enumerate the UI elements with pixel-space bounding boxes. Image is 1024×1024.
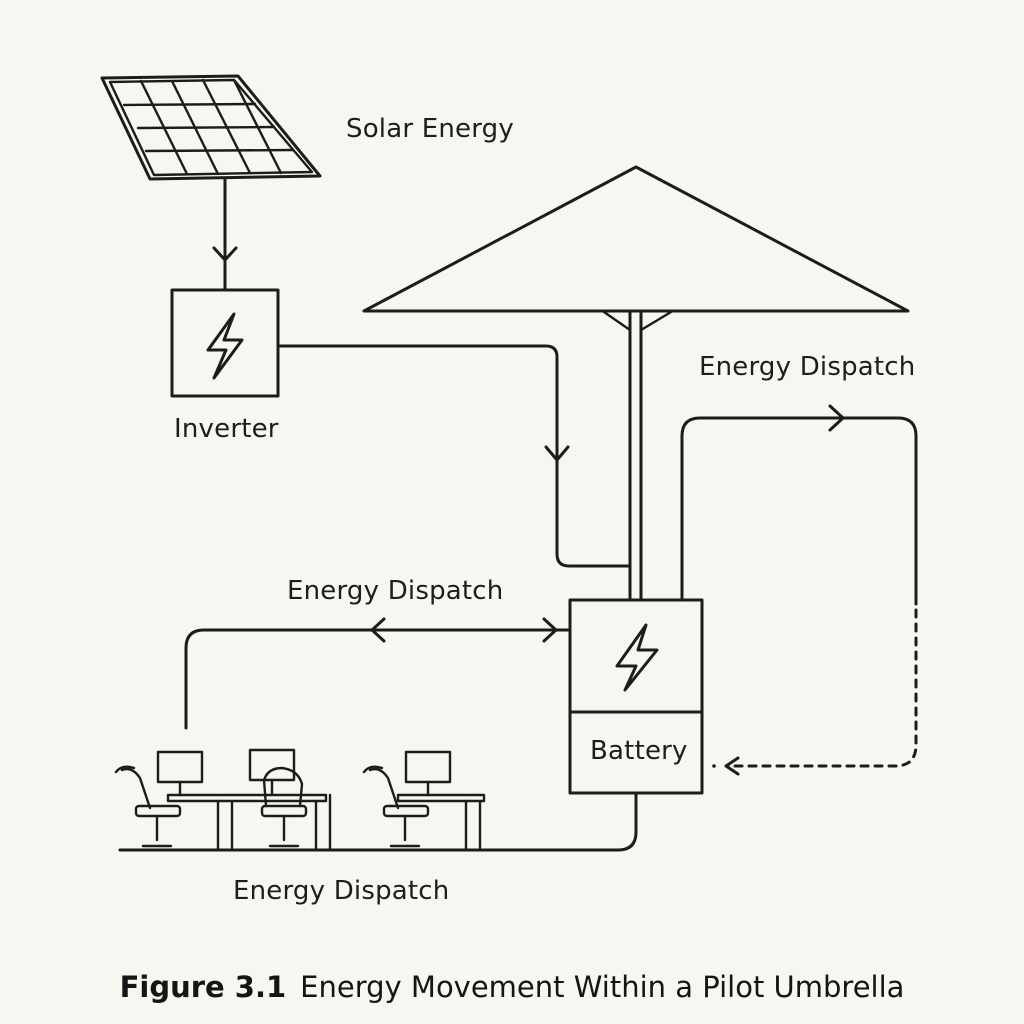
dispatch-line-left [184,617,570,730]
battery-label: Battery [590,736,688,766]
office-desk-chair-icon [114,748,486,852]
workstation-1 [114,750,328,852]
lightning-bolt-icon [206,312,244,380]
solar-energy-label: Solar Energy [346,114,514,144]
umbrella-icon [362,165,910,602]
figure-caption: Figure 3.1 Energy Movement Within a Pilot… [0,970,1024,1004]
figure-number: Figure 3.1 [119,970,287,1004]
workstation-3 [362,750,486,852]
inverter-to-battery-connector [276,344,632,568]
panel-to-inverter-connector [212,184,238,292]
workstation-2 [248,748,332,852]
energy-dispatch-label-right: Energy Dispatch [699,352,916,382]
energy-dispatch-label-bottom: Energy Dispatch [233,876,450,906]
inverter-box [170,288,280,398]
inverter-label: Inverter [174,414,279,444]
dispatch-line-bottom [118,791,638,852]
lightning-bolt-icon [615,623,659,692]
energy-dispatch-label-middle: Energy Dispatch [287,576,504,606]
figure-title: Energy Movement Within a Pilot Umbrella [300,970,905,1004]
dispatch-loop-right [680,404,918,776]
solar-panel-icon [100,74,322,190]
